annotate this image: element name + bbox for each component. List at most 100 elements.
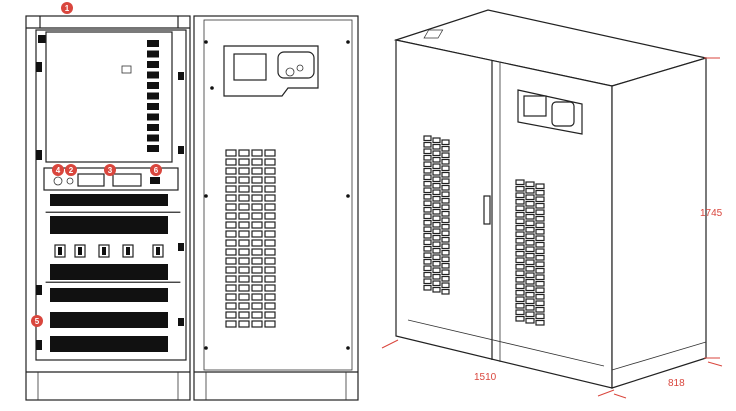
grille-cell: [441, 191, 450, 198]
grille-cell: [535, 235, 545, 242]
grille-cell: [225, 239, 237, 247]
grille-cell: [432, 247, 441, 254]
grille-cell: [251, 293, 263, 301]
grille-cell: [432, 228, 441, 235]
grille-cell: [264, 266, 276, 274]
grille-cell: [441, 282, 450, 289]
grille-cell: [441, 269, 450, 276]
grille-cell: [535, 274, 545, 281]
grille-cell: [535, 287, 545, 294]
grille-cell: [251, 302, 263, 310]
grille-cell: [238, 248, 250, 256]
breaker-lever: [126, 247, 130, 255]
grille-cell: [515, 270, 525, 277]
grille-cell: [225, 185, 237, 193]
grille-cell: [264, 212, 276, 220]
grille-cell: [432, 143, 441, 150]
grille-cell: [225, 275, 237, 283]
grille-cell: [238, 275, 250, 283]
grille-cell: [251, 194, 263, 202]
grille-cell: [441, 197, 450, 204]
grille-cell: [525, 291, 535, 298]
grille-cell: [525, 181, 535, 188]
grille-cell: [423, 161, 432, 168]
grille-cell: [525, 298, 535, 305]
grille-cell: [423, 148, 432, 155]
grille-cell: [423, 239, 432, 246]
grille-cell: [225, 194, 237, 202]
grille-cell: [525, 233, 535, 240]
grille-cell: [525, 311, 535, 318]
grille-cell: [525, 239, 535, 246]
grille-cell: [525, 285, 535, 292]
grille-cell: [251, 284, 263, 292]
grille-cell: [525, 200, 535, 207]
grille-cell: [525, 207, 535, 214]
front-panel-vent-grille: [515, 179, 545, 326]
vent-slot: [147, 134, 159, 142]
grille-cell: [251, 167, 263, 175]
grille-cell: [515, 257, 525, 264]
vent-slot: [147, 82, 159, 89]
grille-cell: [251, 158, 263, 166]
svg-text:2: 2: [69, 166, 74, 175]
marker-1: 1: [61, 2, 73, 14]
grille-cell: [535, 222, 545, 229]
grille-cell: [441, 256, 450, 263]
breaker-lever: [156, 247, 160, 255]
marker-3: 3: [104, 164, 116, 176]
grille-cell: [432, 150, 441, 157]
grille-cell: [525, 213, 535, 220]
grille-cell: [225, 158, 237, 166]
grille-cell: [515, 302, 525, 309]
svg-text:5: 5: [35, 317, 40, 326]
svg-text:1: 1: [65, 4, 70, 13]
grille-cell: [515, 231, 525, 238]
grille-cell: [515, 276, 525, 283]
grille-cell: [251, 221, 263, 229]
grille-cell: [423, 180, 432, 187]
breaker-lever: [78, 247, 82, 255]
grille-cell: [225, 257, 237, 265]
height-dimension-label: 1745: [700, 208, 723, 219]
grille-cell: [441, 204, 450, 211]
grille-cell: [264, 248, 276, 256]
grille-cell: [423, 284, 432, 291]
grille-cell: [238, 284, 250, 292]
grille-cell: [535, 267, 545, 274]
grille-cell: [432, 267, 441, 274]
svg-text:6: 6: [154, 166, 159, 175]
grille-cell: [515, 289, 525, 296]
grille-cell: [251, 320, 263, 328]
grille-cell: [238, 320, 250, 328]
grille-cell: [423, 193, 432, 200]
depth-dimension-label: 818: [668, 378, 685, 389]
grille-cell: [264, 311, 276, 319]
grille-cell: [423, 200, 432, 207]
grille-cell: [238, 203, 250, 211]
grille-cell: [441, 230, 450, 237]
grille-cell: [515, 250, 525, 257]
grille-cell: [432, 163, 441, 170]
grille-cell: [251, 266, 263, 274]
grille-cell: [225, 149, 237, 157]
grille-cell: [441, 171, 450, 178]
grille-cell: [238, 257, 250, 265]
vent-slot: [147, 92, 159, 100]
grille-cell: [238, 194, 250, 202]
marker-4: 4: [52, 164, 64, 176]
grille-cell: [432, 221, 441, 228]
grille-cell: [525, 265, 535, 272]
grille-cell: [251, 185, 263, 193]
grille-cell: [423, 135, 432, 142]
grille-cell: [251, 257, 263, 265]
grille-cell: [515, 315, 525, 322]
grille-cell: [441, 178, 450, 185]
grille-cell: [251, 239, 263, 247]
svg-text:3: 3: [108, 166, 113, 175]
breaker-switches: [54, 244, 164, 258]
grille-cell: [251, 176, 263, 184]
grille-cell: [432, 189, 441, 196]
grille-cell: [535, 319, 545, 326]
